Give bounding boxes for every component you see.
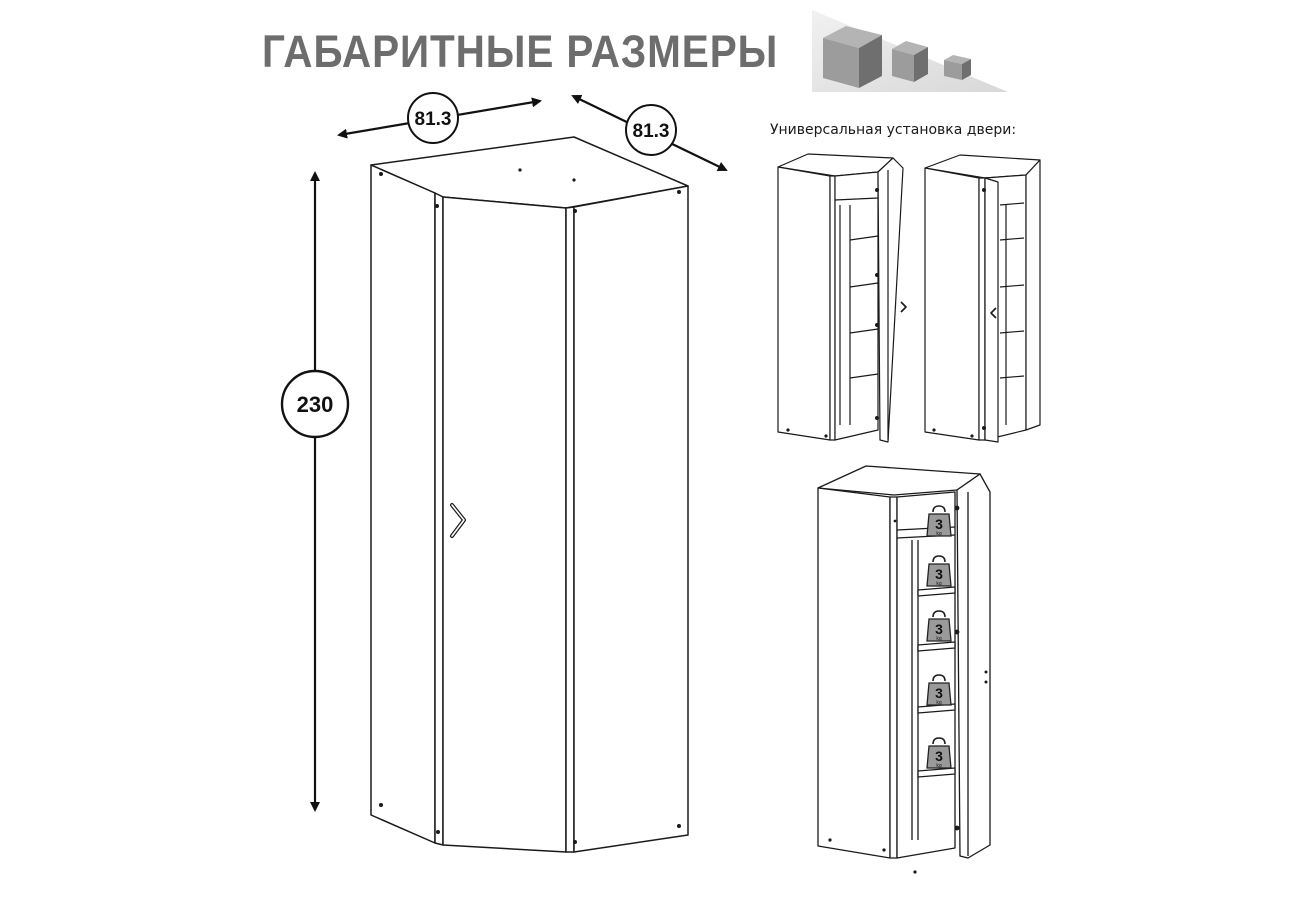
door-install-caption: Универсальная установка двери: — [770, 122, 1017, 138]
svg-text:kg: kg — [936, 531, 942, 537]
page-title: ГАБАРИТНЫЕ РАЗМЕРЫ — [262, 26, 779, 77]
hinge-icon-left — [932, 188, 986, 438]
svg-text:kg: kg — [936, 581, 942, 587]
cabinet-left-edge — [434, 192, 444, 846]
svg-text:3: 3 — [935, 685, 943, 701]
hinge-icon — [786, 188, 879, 438]
cabinet-right-side — [573, 185, 689, 853]
svg-text:3: 3 — [935, 566, 943, 582]
svg-text:kg: kg — [936, 763, 942, 769]
dimension-height: 230 — [280, 369, 350, 439]
dimension-width-right-value: 81.3 — [633, 121, 670, 142]
cabinet-screws — [379, 168, 681, 844]
dimension-width-right: 81.3 — [625, 104, 677, 156]
dimension-height-value: 230 — [297, 392, 334, 417]
svg-text:3: 3 — [935, 748, 943, 764]
door-variant-right — [777, 153, 907, 443]
kettlebell-weight-icon: 3 kg 3 kg 3 kg 3 kg — [926, 505, 952, 769]
svg-text:3: 3 — [935, 516, 943, 532]
cube-icon — [812, 10, 1008, 92]
load-test-cabinet — [817, 465, 991, 859]
load-cabinet-screws — [828, 505, 988, 874]
dimension-width-left: 81.3 — [407, 92, 459, 144]
cabinet-right-edge — [565, 206, 575, 853]
main-cabinet — [370, 136, 689, 853]
door-variant-left — [924, 154, 1041, 443]
svg-text:kg: kg — [936, 636, 942, 642]
cabinet-left-side — [370, 164, 436, 844]
dimension-width-left-value: 81.3 — [415, 109, 452, 130]
svg-text:3: 3 — [935, 621, 943, 637]
svg-text:kg: kg — [936, 700, 942, 706]
